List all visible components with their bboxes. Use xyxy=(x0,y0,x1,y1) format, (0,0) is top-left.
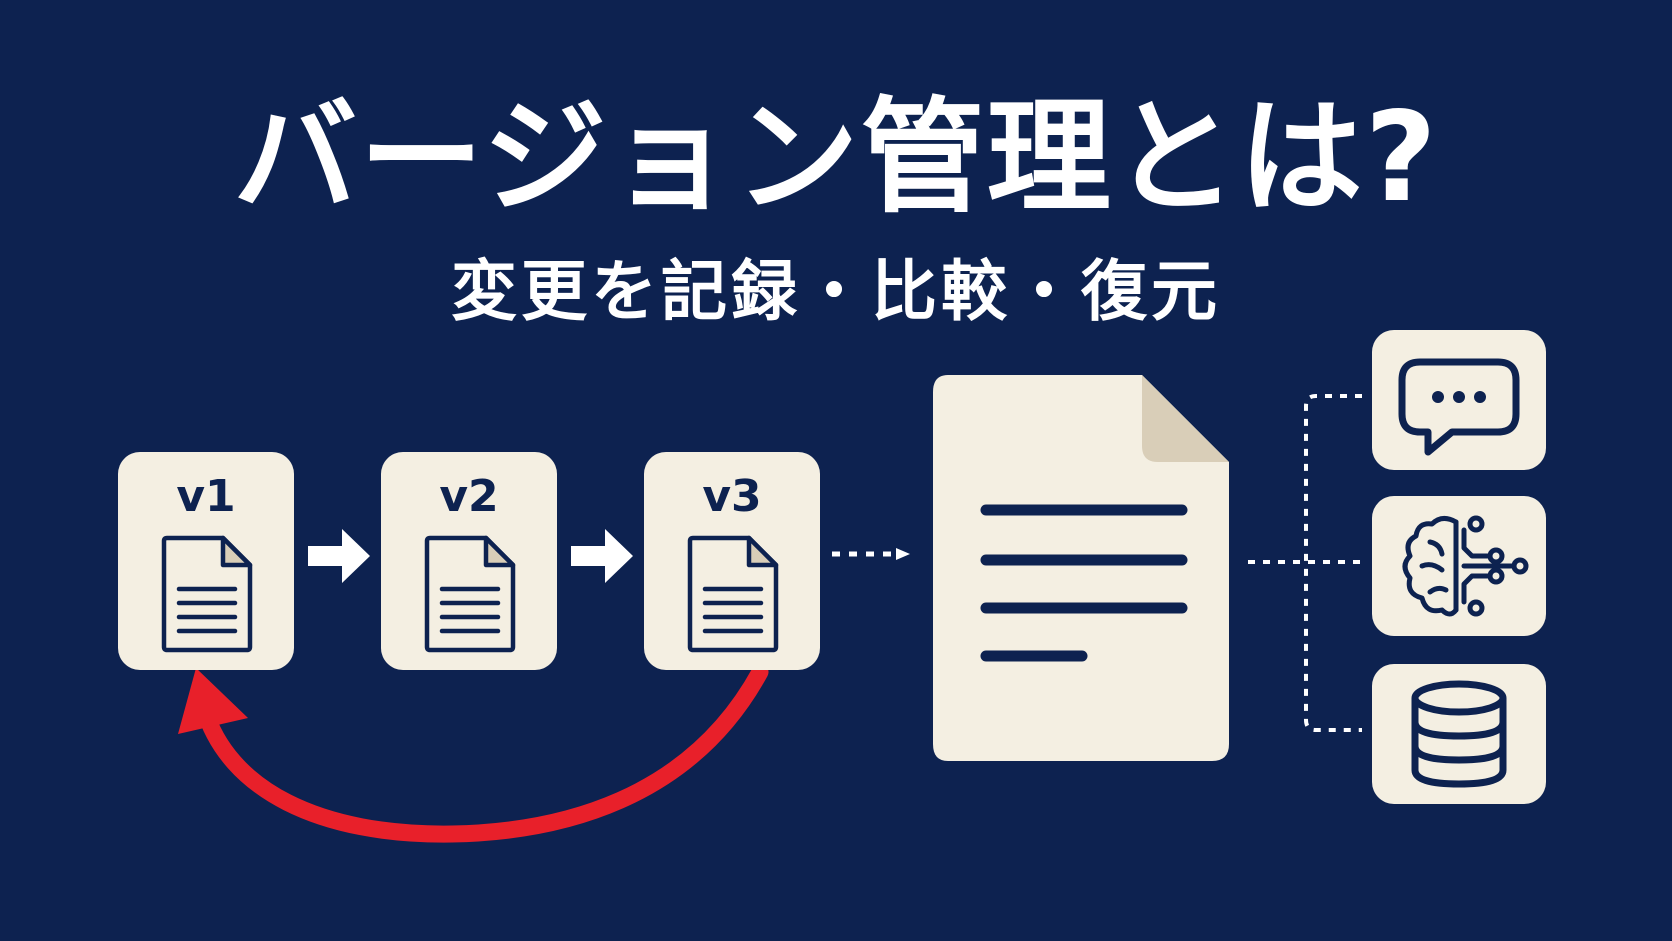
chat-bubble-icon xyxy=(1398,358,1520,456)
page-subtitle: 変更を記録・比較・復元 xyxy=(451,253,1221,330)
brain-circuit-icon xyxy=(1402,515,1529,617)
version-card-v1[interactable]: v1 xyxy=(118,452,294,670)
document-icon xyxy=(424,535,516,653)
document-icon xyxy=(161,535,253,653)
database-card[interactable] xyxy=(1372,664,1546,804)
version-label: v3 xyxy=(702,471,762,522)
version-card-v2[interactable]: v2 xyxy=(381,452,557,670)
version-card-v3[interactable]: v3 xyxy=(644,452,820,670)
version-label: v1 xyxy=(176,471,236,522)
chat-card[interactable] xyxy=(1372,330,1546,470)
version-label: v2 xyxy=(439,471,499,522)
arrow-right-icon xyxy=(571,529,633,583)
dotted-tree-connector xyxy=(1248,394,1362,732)
revert-arrow xyxy=(178,663,769,843)
dotted-arrow-to-document xyxy=(832,548,910,560)
database-icon xyxy=(1411,680,1507,788)
central-document-icon[interactable] xyxy=(930,372,1232,764)
arrow-right-icon xyxy=(308,529,370,583)
document-icon xyxy=(687,535,779,653)
ai-card[interactable] xyxy=(1372,496,1546,636)
page-title: バージョン管理とは? xyxy=(233,86,1439,230)
